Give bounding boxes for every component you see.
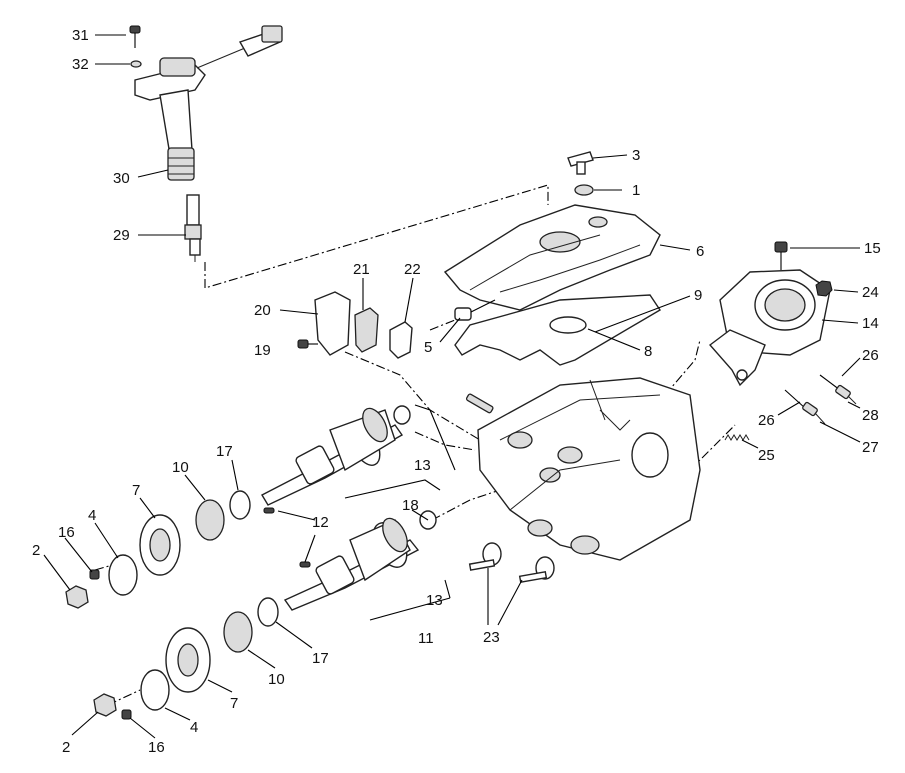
manifold-nut xyxy=(815,280,833,297)
callout-25: 25 xyxy=(758,447,775,464)
leader-lines xyxy=(43,34,861,739)
upper-camshaft xyxy=(261,407,404,506)
callout-19: 19 xyxy=(254,342,271,359)
coil-screw xyxy=(129,25,141,48)
callout-12: 12 xyxy=(312,514,329,531)
rubber-plug xyxy=(567,151,594,175)
callout-15: 15 xyxy=(864,240,881,257)
bearing-lower xyxy=(223,611,253,653)
callout-4-lower: 4 xyxy=(190,719,198,736)
pulley-washer-upper xyxy=(108,554,138,596)
callout-26-lower: 26 xyxy=(758,412,775,429)
callout-8: 8 xyxy=(644,343,652,360)
callout-28: 28 xyxy=(862,407,879,424)
sensor-element xyxy=(354,307,379,353)
timing-pulley-upper xyxy=(139,514,181,576)
callout-7-upper: 7 xyxy=(132,482,140,499)
callout-4-upper: 4 xyxy=(88,507,96,524)
rocker-shaft-right xyxy=(518,556,555,584)
intake-manifold xyxy=(708,269,831,387)
spark-plug xyxy=(184,194,202,262)
callout-13-upper: 13 xyxy=(414,457,431,474)
callout-32: 32 xyxy=(72,56,89,73)
timing-pulley-lower xyxy=(165,627,211,693)
callout-16-lower: 16 xyxy=(148,739,165,756)
callout-7-lower: 7 xyxy=(230,695,238,712)
callout-2-lower: 2 xyxy=(62,739,70,756)
spark-plug-seal xyxy=(549,316,587,334)
sensor-screw xyxy=(297,339,318,349)
callout-16-upper: 16 xyxy=(58,524,75,541)
callout-17-lower: 17 xyxy=(312,650,329,667)
rocker-shaft-left xyxy=(468,542,502,571)
callout-18: 18 xyxy=(402,497,419,514)
callout-5: 5 xyxy=(424,339,432,356)
seal-ring-lower xyxy=(257,597,279,627)
cover-screw xyxy=(454,299,496,321)
sensor-bracket xyxy=(389,321,413,359)
callout-2-upper: 2 xyxy=(32,542,40,559)
manifold-screw xyxy=(774,241,788,270)
washer-screw-lower xyxy=(121,709,132,720)
lower-camshaft xyxy=(283,517,420,611)
callout-6: 6 xyxy=(696,243,704,260)
cam-pin-lower xyxy=(299,561,311,568)
valve-cover xyxy=(443,204,661,311)
callout-30: 30 xyxy=(113,170,130,187)
head-stud xyxy=(465,393,494,414)
bearing-upper xyxy=(195,499,225,541)
plug-seal xyxy=(574,184,594,196)
callout-13-lower: 13 xyxy=(426,592,443,609)
cam-plug-upper xyxy=(393,405,411,425)
seal-ring-upper xyxy=(229,490,251,520)
callout-10-lower: 10 xyxy=(268,671,285,688)
pulley-nut-lower xyxy=(93,693,117,717)
callout-21: 21 xyxy=(353,261,370,278)
callout-20: 20 xyxy=(254,302,271,319)
callout-22: 22 xyxy=(404,261,421,278)
washer-screw-upper xyxy=(89,569,100,580)
cylinder-head xyxy=(477,377,701,561)
coil-washer xyxy=(130,60,142,68)
callout-14: 14 xyxy=(862,315,879,332)
cam-pin-upper xyxy=(263,507,275,514)
callout-1: 1 xyxy=(632,182,640,199)
callout-labels: 31 32 30 29 3 1 6 15 24 14 9 8 5 20 21 2… xyxy=(32,27,881,756)
pulley-nut-upper xyxy=(65,585,89,609)
fitting-upper xyxy=(819,374,857,405)
sensor-housing xyxy=(314,291,351,356)
callout-27: 27 xyxy=(862,439,879,456)
ignition-coil xyxy=(134,25,283,181)
callout-31: 31 xyxy=(72,27,89,44)
callout-9: 9 xyxy=(694,287,702,304)
stud-spring xyxy=(724,434,750,441)
callout-10-upper: 10 xyxy=(172,459,189,476)
callout-26-upper: 26 xyxy=(862,347,879,364)
callout-24: 24 xyxy=(862,284,879,301)
pulley-washer-lower xyxy=(140,669,170,711)
fitting-lower xyxy=(784,389,826,425)
callout-3: 3 xyxy=(632,147,640,164)
callout-11: 11 xyxy=(418,630,434,647)
callout-29: 29 xyxy=(113,227,130,244)
callout-17-upper: 17 xyxy=(216,443,233,460)
assembly-brackets xyxy=(344,404,456,621)
callout-23: 23 xyxy=(483,629,500,646)
